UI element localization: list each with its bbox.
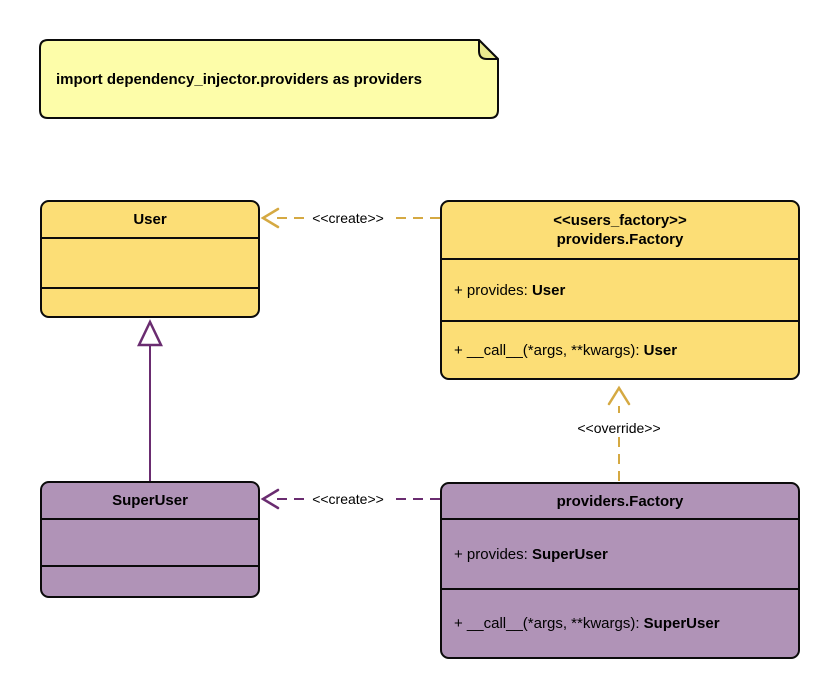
method-call: + __call__(*args, **kwargs): User [454,342,677,359]
attribute-provides: + provides: SuperUser [454,546,608,563]
method-prefix: + __call__(*args, **kwargs): [454,341,644,359]
class-users-factory-attributes-compartment: + provides: User [442,260,798,322]
attribute-provides: + provides: User [454,282,565,299]
class-superuser-factory-attributes-compartment: + provides: SuperUser [442,520,798,590]
attribute-prefix: + provides: [454,545,532,563]
create-edge-label-bottom: <<create>> [306,491,390,507]
note-shape [39,39,499,119]
open-arrowhead-icon [260,207,280,229]
class-users-factory-name: providers.Factory [556,231,684,248]
class-superuser-title: SuperUser [42,483,258,520]
create-edge-label-top: <<create>> [306,210,390,226]
import-note-text: import dependency_injector.providers as … [56,70,422,88]
attribute-type: SuperUser [531,545,608,563]
class-user-methods-compartment [42,289,258,316]
method-prefix: + __call__(*args, **kwargs): [454,615,644,632]
open-arrowhead-icon [260,488,280,510]
class-superuser-factory-title: providers.Factory [442,484,798,520]
class-user-attributes-compartment [42,239,258,289]
note-body-shape [39,39,499,119]
class-superuser-factory-methods-compartment: + __call__(*args, **kwargs): SuperUser [442,590,798,657]
hollow-triangle-arrowhead-icon [137,319,163,347]
class-users-factory-title: <<users_factory>> providers.Factory [442,202,798,260]
override-edge-label: <<override>> [571,420,667,436]
class-users-factory-stereotype: <<users_factory>> [553,212,687,229]
class-superuser-attributes-compartment [42,520,258,567]
class-user-title: User [42,202,258,239]
method-return-type: SuperUser [643,615,720,632]
class-users-factory-methods-compartment: + __call__(*args, **kwargs): User [442,322,798,378]
method-return-type: User [643,341,678,359]
class-superuser-factory: providers.Factory + provides: SuperUser … [440,482,800,659]
class-superuser-methods-compartment [42,567,258,596]
create-edge-usersfactory-to-user [260,207,440,229]
create-edge-superuserfactory-to-superuser [260,488,440,510]
class-user: User [40,200,260,318]
open-arrowhead-icon [607,385,631,406]
attribute-prefix: + provides: [454,281,532,299]
inheritance-edge-superuser-to-user [137,319,163,481]
attribute-type: User [531,281,566,299]
note-fold-icon [478,39,499,60]
class-users-factory: <<users_factory>> providers.Factory + pr… [440,200,800,380]
import-note: import dependency_injector.providers as … [40,40,498,118]
override-edge-superuserfactory-to-usersfactory [607,385,631,481]
class-superuser: SuperUser [40,481,260,598]
method-call: + __call__(*args, **kwargs): SuperUser [454,615,720,632]
